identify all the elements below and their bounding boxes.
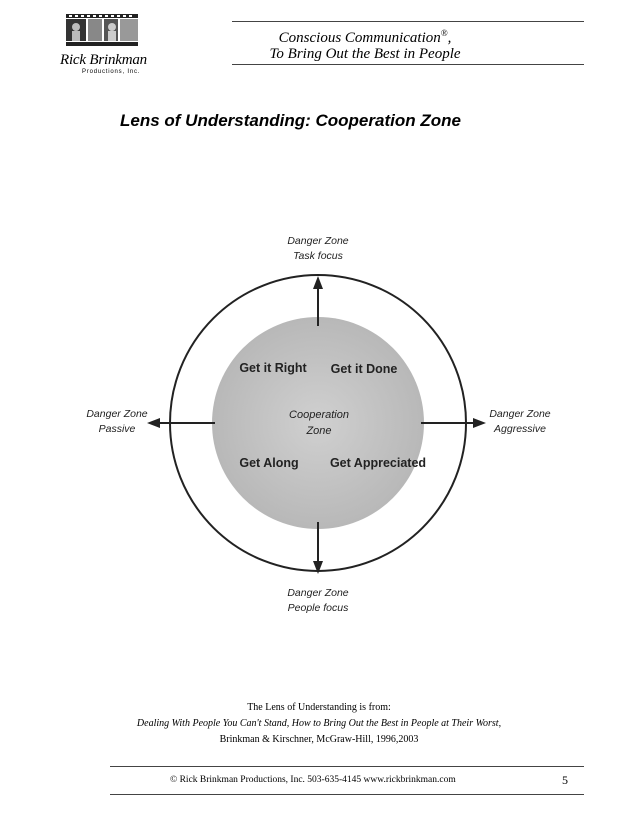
arrow-up-icon [313, 276, 323, 289]
footer-rule-bottom [110, 794, 584, 795]
quadrant-get-appreciated: Get Appreciated [330, 456, 426, 470]
bottom-focus-label: People focus [288, 602, 349, 614]
quadrant-get-along: Get Along [239, 456, 298, 470]
registered-mark: ® [440, 28, 448, 38]
cooperation-label: Cooperation [289, 409, 349, 421]
page-number: 5 [562, 773, 568, 787]
company-logo: Rick Brinkman Productions, Inc. [52, 14, 152, 76]
footer-rule-top [110, 766, 584, 767]
arrow-left-icon [147, 418, 160, 428]
top-focus-label: Task focus [293, 250, 344, 262]
logo-subtitle: Productions, Inc. [82, 69, 141, 75]
arrow-down-icon [313, 561, 323, 574]
cooperation-zone-circle [212, 317, 424, 529]
zone-label: Zone [305, 425, 331, 437]
header-tagline-1: Conscious Communication®, [230, 28, 500, 47]
header-tagline-2: To Bring Out the Best in People [269, 46, 461, 62]
bottom-danger-label: Danger Zone [287, 587, 348, 599]
left-danger-label: Danger Zone [86, 408, 147, 420]
footer-copyright: © Rick Brinkman Productions, Inc. 503-63… [170, 775, 456, 785]
source-caption-intro: The Lens of Understanding is from: [247, 702, 391, 713]
header-tagline-1-text: Conscious Communication [278, 30, 441, 46]
filmstrip-logo-icon [66, 14, 138, 46]
header-rule-bottom [232, 64, 584, 65]
right-danger-label: Danger Zone [489, 408, 550, 420]
page-title: Lens of Understanding: Cooperation Zone [120, 111, 461, 130]
header-tagline-1-comma: , [447, 30, 452, 46]
logo-name: Rick Brinkman [60, 52, 147, 68]
header-rule-top [232, 21, 584, 22]
top-danger-label: Danger Zone [287, 235, 348, 247]
source-caption-publisher: Brinkman & Kirschner, McGraw-Hill, 1996,… [219, 734, 419, 745]
left-passive-label: Passive [99, 423, 136, 435]
arrow-right-icon [473, 418, 486, 428]
quadrant-get-it-right: Get it Right [239, 361, 307, 375]
source-caption-book-title: Dealing With People You Can't Stand, How… [136, 718, 502, 729]
quadrant-get-it-done: Get it Done [331, 362, 398, 376]
right-aggressive-label: Aggressive [493, 423, 546, 435]
